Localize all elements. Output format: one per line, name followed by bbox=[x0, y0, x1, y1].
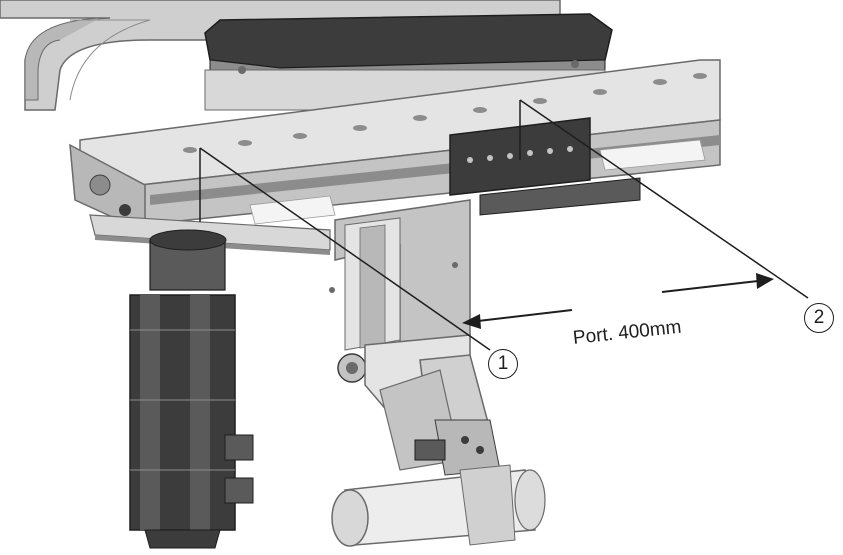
arrowhead-right bbox=[756, 273, 774, 289]
pivot-arm bbox=[337, 334, 501, 476]
servo-motor bbox=[129, 229, 254, 549]
leader-line-1 bbox=[199, 147, 491, 351]
dimension-arrow-left bbox=[477, 309, 573, 322]
column bbox=[329, 199, 471, 351]
main-beam bbox=[69, 59, 721, 234]
dimension-arrows bbox=[462, 273, 774, 329]
roller bbox=[331, 464, 546, 547]
arrowhead-left bbox=[462, 314, 481, 329]
callout-1: 1 bbox=[488, 349, 518, 379]
dimension-arrow-right bbox=[661, 280, 759, 293]
callout-2: 2 bbox=[804, 303, 834, 333]
leader-line-2 bbox=[519, 99, 809, 299]
leader-lines bbox=[199, 99, 809, 351]
